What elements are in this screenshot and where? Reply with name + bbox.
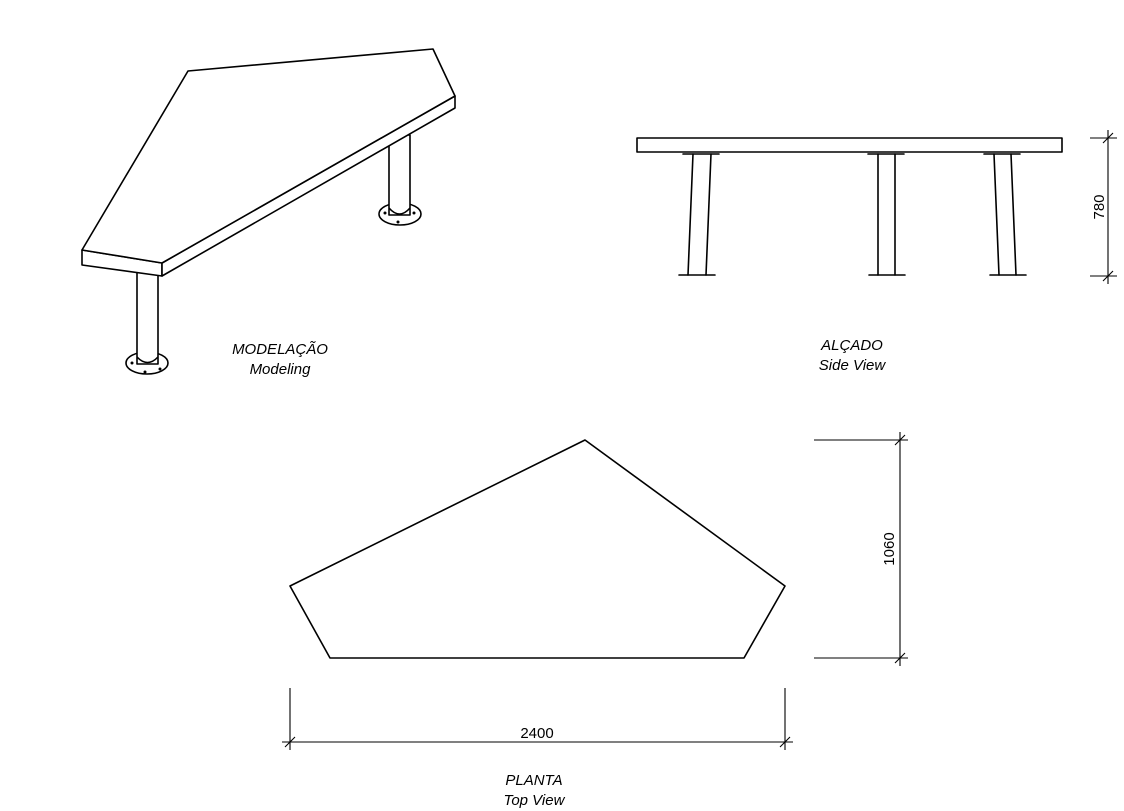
top-title-pt: PLANTA: [505, 772, 562, 789]
width-dim-label: 2400: [520, 725, 553, 742]
plan-outline: [289, 439, 786, 659]
top-title-en: Top View: [504, 792, 566, 809]
side-leg-left: [678, 153, 716, 276]
side-view: 780 ALÇADO Side View: [636, 130, 1117, 374]
modeling-view: MODELAÇÃO Modeling: [81, 48, 456, 378]
depth-dim-label: 1060: [881, 532, 898, 565]
side-table-top: [636, 137, 1063, 153]
width-dimension: 2400: [282, 688, 793, 750]
front-leg: [125, 269, 169, 375]
table-top-3d: [81, 48, 456, 277]
height-dim-label: 780: [1091, 194, 1108, 219]
side-leg-right: [989, 153, 1027, 276]
modeling-title-en: Modeling: [250, 361, 312, 378]
side-title-pt: ALÇADO: [820, 337, 883, 354]
top-view: 1060 2400 PLANTA Top View: [282, 432, 908, 809]
modeling-title-pt: MODELAÇÃO: [232, 341, 328, 358]
side-title-en: Side View: [819, 357, 887, 374]
height-dimension: 780: [1090, 130, 1117, 284]
side-leg-middle: [868, 153, 906, 276]
depth-dimension: 1060: [814, 432, 908, 666]
